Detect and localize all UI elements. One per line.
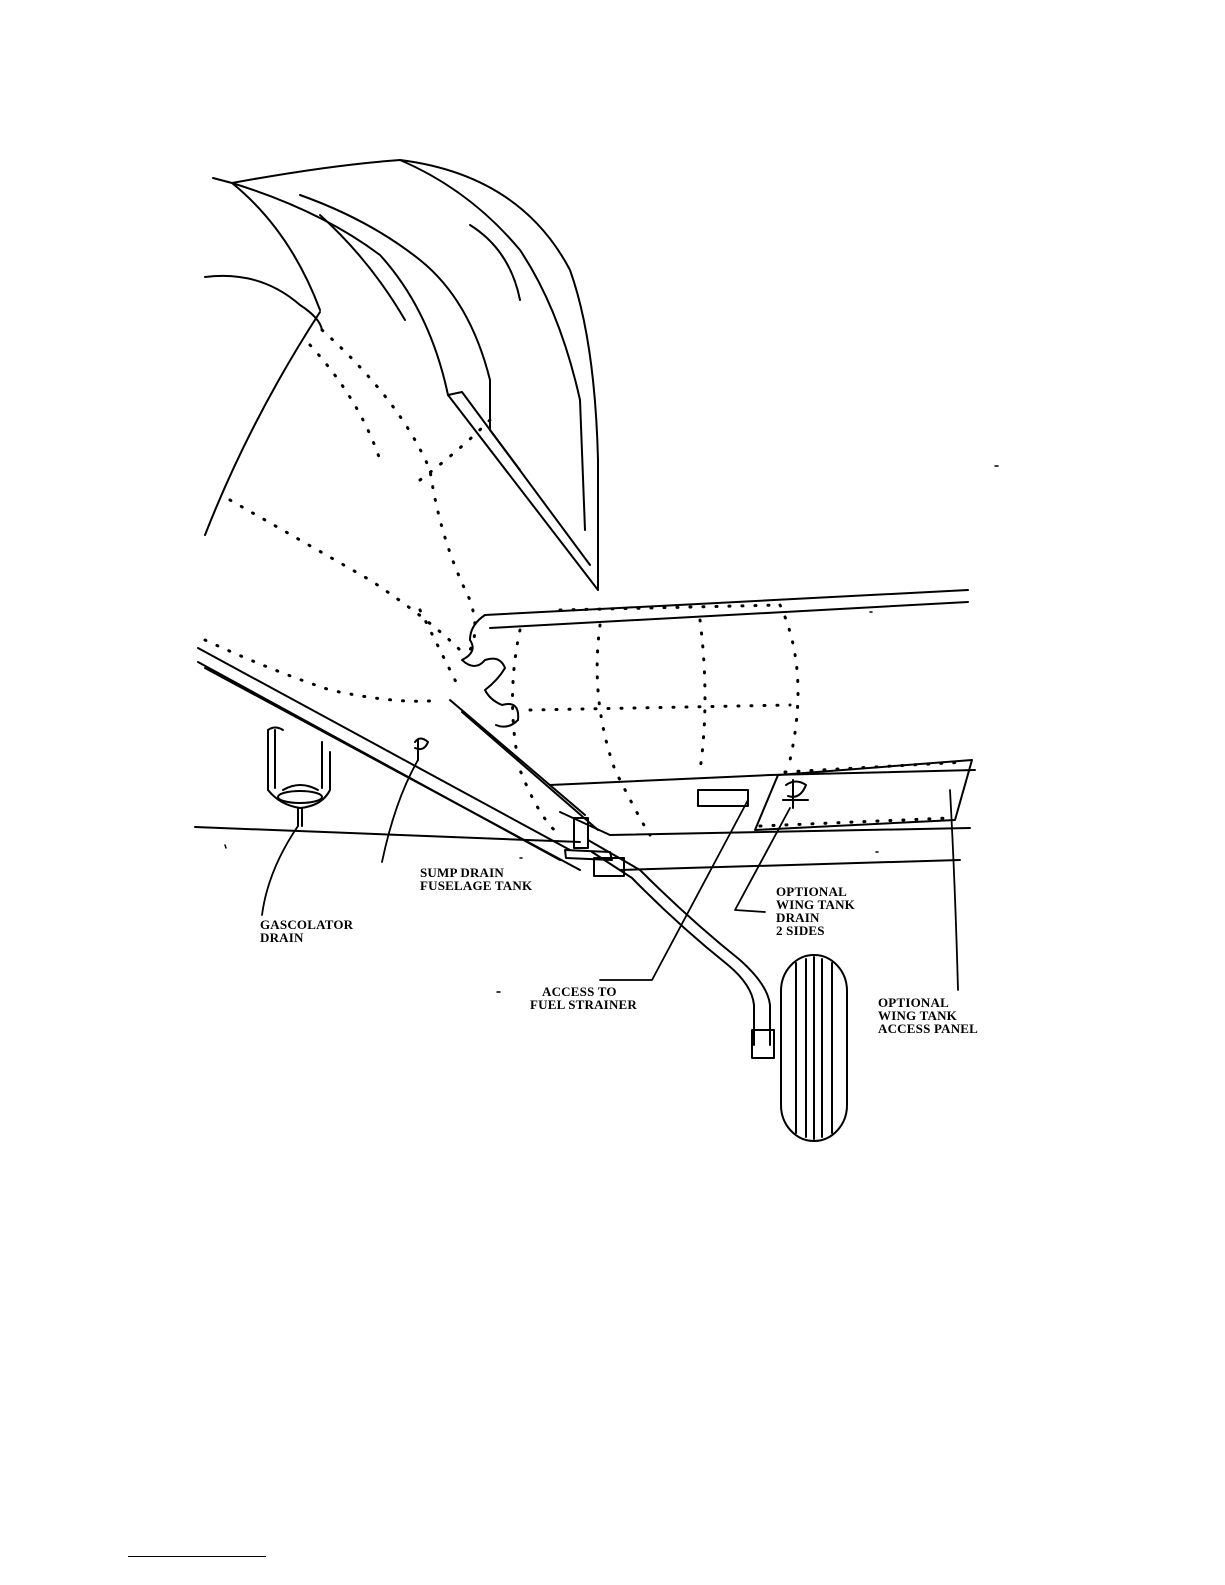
rivet-lines: [205, 330, 965, 835]
footnote-rule: [128, 1556, 266, 1557]
sump-drain-label: SUMP DRAIN FUSELAGE TANK: [420, 866, 532, 892]
fuselage: [198, 276, 598, 870]
access-fuel-strainer-label: ACCESS TO FUEL STRAINER: [530, 985, 637, 1011]
scan-specks: [225, 466, 998, 992]
wing: [195, 590, 975, 870]
optional-wing-tank-drain-label: OPTIONAL WING TANK DRAIN 2 SIDES: [776, 885, 855, 937]
optional-wing-tank-access-panel-label: OPTIONAL WING TANK ACCESS PANEL: [878, 996, 978, 1035]
gascolator-drain-label: GASCOLATOR DRAIN: [260, 918, 353, 944]
gascolator: [268, 728, 330, 827]
canopy: [213, 160, 598, 590]
